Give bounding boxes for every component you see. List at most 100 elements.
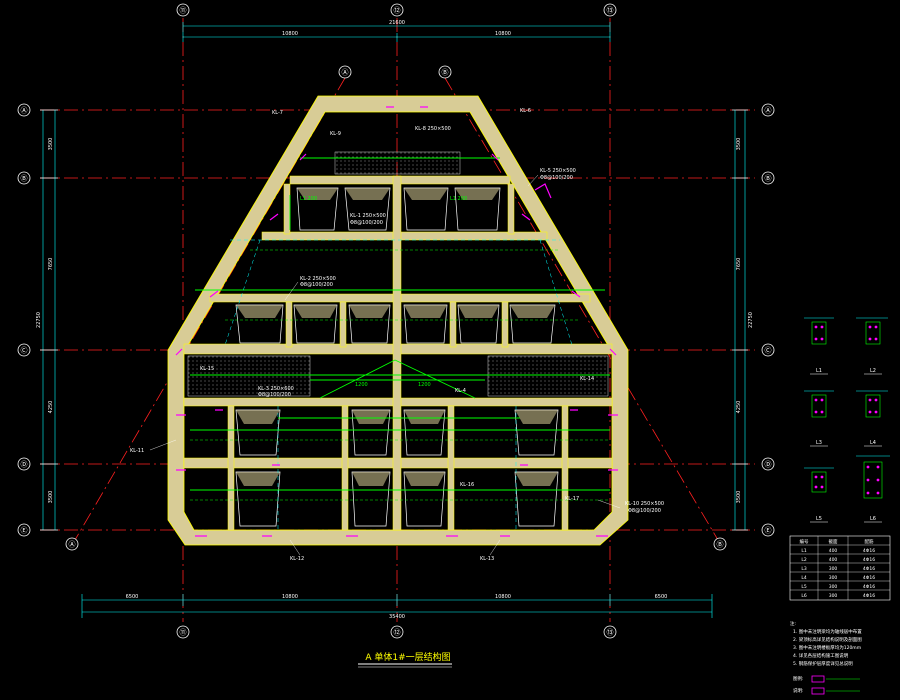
axis-bubble-right-5 — [761, 523, 775, 537]
section-label-l6: L6 — [870, 516, 876, 522]
grid-lines — [40, 18, 755, 622]
axis-label-bottom-2: ⑫ — [394, 629, 401, 637]
section-label-l3: L3 — [816, 440, 822, 446]
annotations: KL-1 250×500 Φ8@100/200 KL-2 250×500 Φ8@… — [130, 108, 664, 562]
chamber-fill — [236, 188, 558, 486]
axis-label-diag-bottom-1: Ⓐ — [69, 541, 76, 549]
axis-bubble-right-4 — [761, 457, 775, 471]
section-tags — [175, 106, 618, 537]
axis-label-top-2: ⑫ — [394, 7, 401, 15]
section-detail-l5 — [804, 467, 834, 493]
table-cell: L2 — [801, 557, 807, 563]
axis-bubble-top-1 — [176, 3, 190, 17]
annotation-leaders — [149, 174, 621, 556]
dim-bottom-seg-4: 6500 — [655, 594, 668, 600]
svg-text:KL-7: KL-7 — [272, 110, 283, 116]
note-line: 3. 图中未注明楼板厚均为120mm — [793, 644, 861, 651]
axis-bubble-left-1 — [17, 103, 31, 117]
dim-bottom-seg-2: 10800 — [282, 594, 298, 600]
table-cell: 4Φ16 — [863, 593, 875, 599]
axis-bubble-bottom-3 — [603, 625, 617, 639]
axis-bubble-left-2 — [17, 171, 31, 185]
note-line: 4. 详见各层结构施工图说明 — [793, 652, 849, 659]
svg-text:L1 200: L1 200 — [450, 196, 467, 202]
section-label-l5: L5 — [816, 516, 822, 522]
dim-left-seg-3: 4250 — [48, 401, 54, 414]
table-cell: 300 — [829, 575, 838, 581]
dim-top-seg-2: 10800 — [495, 31, 511, 37]
section-detail-l3 — [804, 390, 834, 418]
section-detail-l6 — [856, 455, 890, 499]
axis-bubble-diag-bottom-2 — [713, 537, 727, 551]
axis-label-left-3: Ⓒ — [21, 347, 28, 355]
axis-bubble-diag-top-2 — [438, 65, 452, 79]
axis-bubble-top-3 — [603, 3, 617, 17]
axis-label-right-3: Ⓒ — [765, 347, 772, 355]
dimension-text: 21600 10800 10800 35400 6500 10800 10800… — [36, 20, 754, 620]
axis-label-right-4: Ⓓ — [765, 461, 772, 469]
dim-right-total: 22750 — [748, 312, 754, 328]
svg-text:KL-11: KL-11 — [130, 448, 144, 454]
table-cell: 400 — [829, 557, 838, 563]
dim-left-seg-4: 3500 — [48, 491, 54, 504]
table-cell: 4Φ16 — [863, 575, 875, 581]
axis-label-bottom-1: ⑪ — [180, 629, 187, 637]
axis-bubble-bottom-2 — [390, 625, 404, 639]
svg-text:Φ8@100/200: Φ8@100/200 — [540, 175, 573, 181]
svg-text:KL-3 250×600: KL-3 250×600 — [258, 386, 294, 392]
svg-text:KL-10 250×500: KL-10 250×500 — [625, 501, 664, 507]
axis-bubble-bottom-1 — [176, 625, 190, 639]
table-cell: L5 — [801, 584, 807, 590]
dim-top-seg-1: 10800 — [282, 31, 298, 37]
dim-left-seg-1: 3500 — [48, 138, 54, 151]
axis-bubble-diag-bottom-1 — [65, 537, 79, 551]
axis-bubble-left-3 — [17, 343, 31, 357]
section-label-l4: L4 — [870, 440, 876, 446]
svg-text:1200: 1200 — [355, 382, 368, 388]
section-detail-l2 — [856, 317, 888, 345]
axis-bubble-diag-top-1 — [338, 65, 352, 79]
axis-bubble-top-2 — [390, 3, 404, 17]
axis-bubble-right-1 — [761, 103, 775, 117]
axis-label-right-5: Ⓔ — [765, 527, 772, 535]
legend-section-underlines — [810, 373, 882, 523]
axis-label-diag-bottom-2: Ⓑ — [717, 541, 724, 549]
note-line: 5. 钢筋保护层厚度详见总说明 — [793, 660, 853, 667]
notes-key-marks — [811, 675, 860, 695]
svg-text:Φ8@100/200: Φ8@100/200 — [258, 392, 291, 398]
svg-text:KL-13: KL-13 — [480, 556, 494, 562]
drawing-title-block: A 单体1#一层结构图 — [358, 651, 452, 668]
table-cell: 4Φ16 — [863, 566, 875, 572]
beam-lines-dashed — [190, 249, 610, 501]
table-cell: 300 — [829, 593, 838, 599]
axis-label-left-5: Ⓔ — [21, 527, 28, 535]
axis-label-left-1: Ⓐ — [21, 107, 28, 115]
svg-text:KL-2 250×500: KL-2 250×500 — [300, 276, 336, 282]
dimension-ticks — [40, 109, 748, 531]
dim-right-seg-3: 4250 — [736, 401, 742, 414]
interior-walls — [183, 175, 613, 531]
table-cell: L6 — [801, 593, 807, 599]
svg-text:KL-4: KL-4 — [455, 388, 466, 394]
table-cell: 300 — [829, 584, 838, 590]
dim-bottom-seg-3: 10800 — [495, 594, 511, 600]
svg-text:KL-1 250×500: KL-1 250×500 — [350, 213, 386, 219]
axis-label-right-1: Ⓐ — [765, 107, 772, 115]
axis-bubbles — [17, 3, 775, 639]
section-detail-l4 — [856, 390, 888, 418]
beam-lines — [190, 157, 610, 491]
svg-text:L1 200: L1 200 — [300, 196, 317, 202]
axis-label-top-1: ⑪ — [180, 7, 187, 15]
axis-label-diag-top-2: Ⓑ — [442, 69, 449, 77]
svg-text:KL-8 250×500: KL-8 250×500 — [415, 126, 451, 132]
key-label-2: 说明: — [793, 687, 804, 694]
table-cell: 300 — [829, 566, 838, 572]
svg-text:Φ8@100/200: Φ8@100/200 — [300, 282, 333, 288]
table-header-1: 编号 — [800, 538, 809, 545]
notes-block: 注: 1. 图中未注明梁均为轴线居中布置 2. 梁顶标高详见结构说明及剖面图 3… — [790, 620, 862, 694]
dim-right-seg-2: 7650 — [736, 258, 742, 271]
legend-section-labels: L1 L2 L3 L4 L5 L6 — [816, 368, 876, 522]
table-cell: 4Φ16 — [863, 584, 875, 590]
svg-text:KL-14: KL-14 — [580, 376, 594, 382]
